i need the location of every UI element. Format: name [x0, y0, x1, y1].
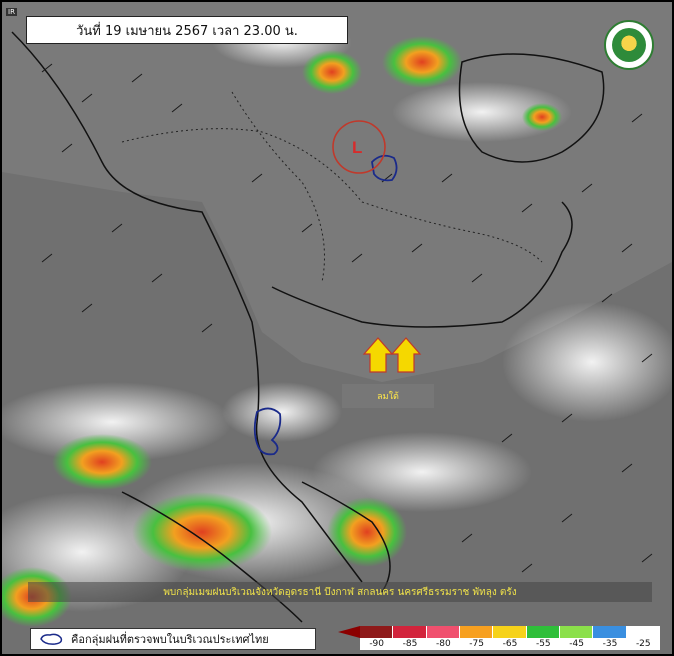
rain-cell-south: [253, 407, 282, 456]
coastline-indochina: [271, 201, 573, 328]
colorbar-swatch: [459, 626, 494, 638]
low-pressure-circle: [332, 120, 386, 174]
coastline-malaya: [301, 481, 391, 593]
colorbar-swatch: [393, 626, 427, 638]
storm-cell-west: [52, 434, 152, 490]
rain-cell-legend: คือกลุ่มฝนที่ตรวจพบในบริเวณประเทศไทย: [30, 628, 316, 650]
colorbar-swatch: [493, 626, 527, 638]
colorbar-labels: -90 -85 -80 -75 -65 -55 -45 -35 -25: [360, 638, 660, 650]
coastline-hainan: [458, 53, 605, 163]
colorbar-label: -55: [535, 639, 551, 649]
cloud-sw: [2, 382, 232, 462]
wind-arrows: [362, 337, 422, 373]
colorbar-swatches: [360, 626, 660, 638]
date-time-text: วันที่ 19 เมษายน 2567 เวลา 23.00 น.: [76, 23, 298, 39]
storm-cell-north-2: [302, 50, 362, 94]
wind-label: ลมใต้: [342, 384, 434, 408]
legend-text: คือกลุ่มฝนที่ตรวจพบในบริเวณประเทศไทย: [71, 633, 269, 646]
colorbar-arrow-icon: [338, 626, 360, 638]
corner-tag: IR: [6, 8, 17, 16]
coastline-west: [11, 31, 363, 583]
date-time-box: วันที่ 19 เมษายน 2567 เวลา 23.00 น.: [26, 16, 348, 44]
storm-cell-north: [382, 36, 462, 88]
agency-logo: [604, 20, 654, 70]
rain-cell-outline-icon: [40, 633, 63, 645]
colorbar-swatch: [626, 626, 660, 638]
rain-summary-banner: พบกลุ่มเมฆฝนบริเวณจังหวัดอุดรธานี บึงกาฬ…: [28, 582, 652, 602]
low-pressure-label: L: [352, 138, 362, 157]
colorbar-label: -45: [569, 639, 584, 649]
cloud-gulf: [222, 382, 342, 442]
colorbar-label: -65: [502, 639, 518, 649]
colorbar-label: -80: [435, 639, 451, 649]
storm-cell-sumatra: [132, 492, 272, 572]
storm-cell-peninsula: [327, 497, 407, 567]
storm-cell-east: [522, 103, 562, 131]
colorbar-label: -35: [602, 639, 618, 649]
cloud-scs: [502, 302, 672, 422]
country-borders-2: [231, 91, 325, 283]
temperature-colorbar: -90 -85 -80 -75 -65 -55 -45 -35 -25: [338, 626, 660, 650]
colorbar-swatch: [593, 626, 627, 638]
cloud-east: [392, 82, 572, 142]
colorbar-label: -90: [369, 639, 385, 649]
south-wind-arrow-right: [390, 337, 422, 373]
colorbar-label: -25: [635, 639, 651, 649]
colorbar-swatch: [360, 626, 394, 638]
wind-barbs: [41, 63, 653, 573]
cloud-south: [312, 432, 532, 512]
colorbar-label: -85: [402, 639, 418, 649]
colorbar-swatch: [426, 626, 460, 638]
colorbar-label: -75: [469, 639, 484, 649]
logo-emblem-icon: [612, 28, 646, 62]
colorbar-swatch: [526, 626, 560, 638]
colorbar-swatch: [559, 626, 594, 638]
coastline-sumatra: [121, 491, 303, 623]
south-wind-arrow-left: [362, 337, 394, 373]
